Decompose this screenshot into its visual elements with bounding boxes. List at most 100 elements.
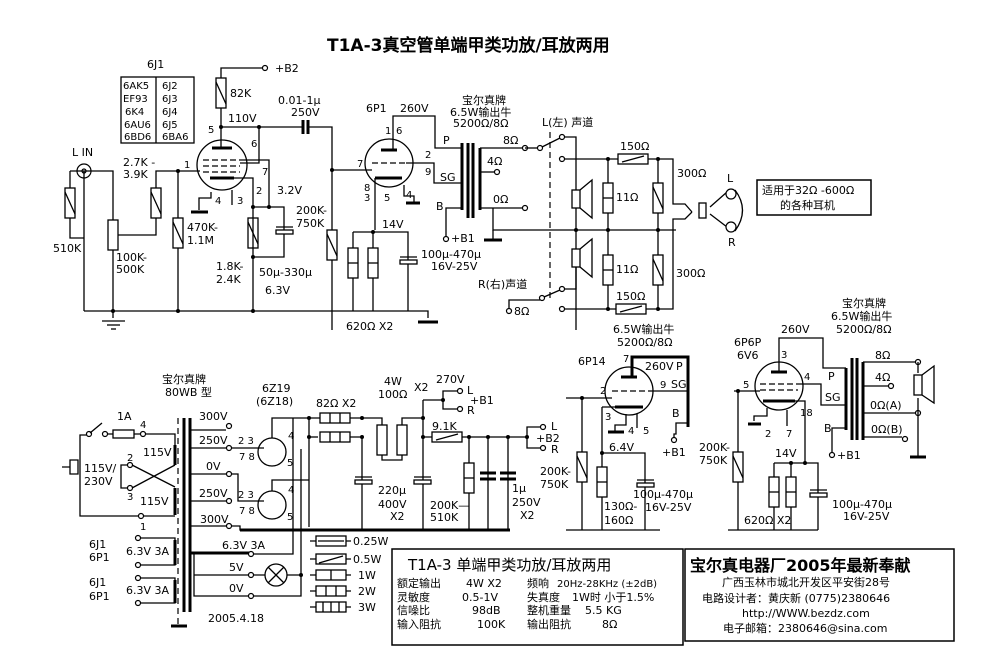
xfmr-label: 6.5W输出牛 bbox=[450, 105, 511, 119]
rg-label: 750K bbox=[540, 478, 569, 491]
rbl-label: 510K bbox=[430, 511, 459, 524]
spec-value: 20Hz-28KHz (±2dB) bbox=[557, 579, 657, 590]
headphone-note-box bbox=[756, 179, 872, 216]
legend-item: 2W bbox=[310, 585, 376, 598]
rk-label: 620Ω X2 bbox=[744, 514, 791, 527]
xfmr-label: 6.5W输出牛 bbox=[613, 322, 674, 336]
sg-label: SG bbox=[825, 391, 841, 404]
pin-label: 1 bbox=[385, 126, 391, 137]
rgrid-label: 2.7K - bbox=[123, 156, 155, 169]
rgrid-label: 3.9K bbox=[123, 168, 148, 181]
headphone-icon bbox=[725, 188, 737, 200]
output-transformer-icon bbox=[844, 358, 865, 440]
rk-label: 130Ω- bbox=[604, 500, 637, 513]
c1-label: 1μ bbox=[512, 482, 526, 495]
secondary-label: 300V bbox=[200, 513, 229, 526]
tap-8-label: 8Ω bbox=[875, 349, 890, 362]
primary-label: 115V bbox=[143, 446, 172, 459]
pin-label: 2 bbox=[600, 386, 606, 397]
xfmr-label: 5200Ω/8Ω bbox=[453, 117, 509, 130]
sub-right: 6BA6 bbox=[162, 132, 188, 143]
sg-label: SG bbox=[440, 171, 456, 184]
capacitor-220-icon bbox=[354, 479, 373, 485]
speaker-l-icon bbox=[571, 189, 581, 209]
b1-label: +B1 bbox=[837, 449, 861, 462]
pentode-6j1-icon bbox=[196, 139, 248, 191]
tube-label: 6V6 bbox=[737, 349, 759, 362]
fuse-label: 1A bbox=[117, 410, 132, 423]
resistor-100-icon bbox=[376, 424, 388, 456]
legend-label: 3W bbox=[358, 601, 376, 614]
sub-left: 6BD6 bbox=[124, 132, 151, 143]
pin-label: 3 bbox=[237, 196, 243, 207]
ck-label: 50μ-330μ bbox=[259, 266, 312, 279]
coupling-cap-label: 250V bbox=[291, 106, 320, 119]
headphone-jack-icon[interactable] bbox=[698, 202, 707, 219]
maker-email[interactable]: 电子邮箱：2380646@sina.com bbox=[723, 621, 887, 635]
ck-label: 6.3V bbox=[265, 284, 290, 297]
c220-label: 400V bbox=[378, 498, 407, 511]
pot-label: 500K bbox=[116, 263, 145, 276]
b-label: B bbox=[672, 407, 680, 420]
p-label: P bbox=[828, 370, 835, 383]
pin-label: 7 bbox=[786, 429, 792, 440]
rk-label: 620Ω X2 bbox=[346, 320, 393, 333]
ck-label: 100μ-470μ bbox=[421, 248, 481, 261]
spec-row: 额定输出 4W X2 频响 20Hz-28KHz (±2dB) bbox=[397, 576, 657, 590]
sub-left: EF93 bbox=[123, 94, 148, 105]
pin-label: 3 bbox=[127, 492, 133, 503]
b1-r-label: R bbox=[467, 404, 475, 417]
pin-label: 9 bbox=[425, 167, 431, 178]
switch-l[interactable] bbox=[536, 144, 544, 152]
heater-label: 6.3V 3A bbox=[126, 584, 170, 597]
pin-label: 7 bbox=[623, 354, 629, 365]
legend-label: 0.25W bbox=[353, 535, 388, 548]
heater-tube-label: 6J1 bbox=[89, 576, 106, 589]
alt-output-6p6p: 宝尔真牌 6.5W输出牛 5200Ω/8Ω 260V 6P6P 6V6 3 P … bbox=[699, 296, 935, 531]
date-label: 2005.4.18 bbox=[208, 612, 264, 625]
secondary-label: 0V bbox=[206, 460, 221, 473]
page-title: T1A-3真空管单端甲类功放/耳放两用 bbox=[327, 35, 610, 56]
sg-label: SG bbox=[671, 378, 687, 391]
switch-r[interactable] bbox=[538, 294, 546, 302]
rgl-label: 1.1M bbox=[187, 234, 214, 247]
maker-box: 宝尔真电器厂2005年最新奉献 广西玉林市城北开发区平安街28号 电路设计者：黄… bbox=[684, 548, 955, 642]
legend-item: 1W bbox=[310, 569, 376, 582]
maker-url[interactable]: http://WWW.bezdz.com bbox=[742, 607, 870, 620]
c1-label: X2 bbox=[520, 509, 535, 522]
mains-label: 230V bbox=[84, 475, 113, 488]
p-label: P bbox=[676, 360, 683, 373]
r150b-label: 150Ω bbox=[616, 290, 645, 303]
pin-label: 7 8 bbox=[239, 506, 255, 517]
mains-label: 115V/ bbox=[84, 462, 117, 475]
legend-item: 3W bbox=[310, 601, 376, 614]
spec-row: 灵敏度 0.5-1V 失真度 1W时 小于1.5% bbox=[397, 590, 654, 604]
xfmr-label: 宝尔真牌 bbox=[462, 93, 506, 107]
legend-label: 2W bbox=[358, 585, 376, 598]
pin-label: 8 bbox=[364, 183, 370, 194]
spec-title: T1A-3 单端甲类功放/耳放两用 bbox=[407, 556, 611, 574]
pin-label: 2 bbox=[127, 453, 133, 464]
spec-key: 额定输出 bbox=[397, 576, 441, 590]
c220-label: X2 bbox=[390, 510, 405, 523]
r82-label: 82Ω X2 bbox=[316, 397, 356, 410]
sub-left: 6AU6 bbox=[124, 120, 151, 131]
legend-label: 0.5W bbox=[353, 553, 381, 566]
secondary-label: 300V bbox=[199, 410, 228, 423]
pin-label: 4 bbox=[628, 426, 634, 437]
r300b-label: 300Ω bbox=[676, 267, 705, 280]
tap-4-label: 4Ω bbox=[487, 155, 502, 168]
spec-key: 灵敏度 bbox=[397, 590, 430, 604]
pin-label: 3 bbox=[781, 350, 787, 361]
sub-right: 6J3 bbox=[162, 94, 178, 105]
xfmr-label: 宝尔真牌 bbox=[842, 296, 886, 310]
input-stage: L IN 510K 100K- 500K 2.7K - 3.9K 470K- 1… bbox=[53, 62, 338, 330]
rk-label: 160Ω bbox=[604, 514, 633, 527]
r300a-label: 300Ω bbox=[677, 167, 706, 180]
b-label: B bbox=[436, 200, 444, 213]
tube-label: 6P14 bbox=[578, 355, 606, 368]
ck-label: 16V-25V bbox=[843, 510, 890, 523]
sub-right: 6J2 bbox=[162, 81, 178, 92]
r82k-label: 82K bbox=[230, 87, 252, 100]
